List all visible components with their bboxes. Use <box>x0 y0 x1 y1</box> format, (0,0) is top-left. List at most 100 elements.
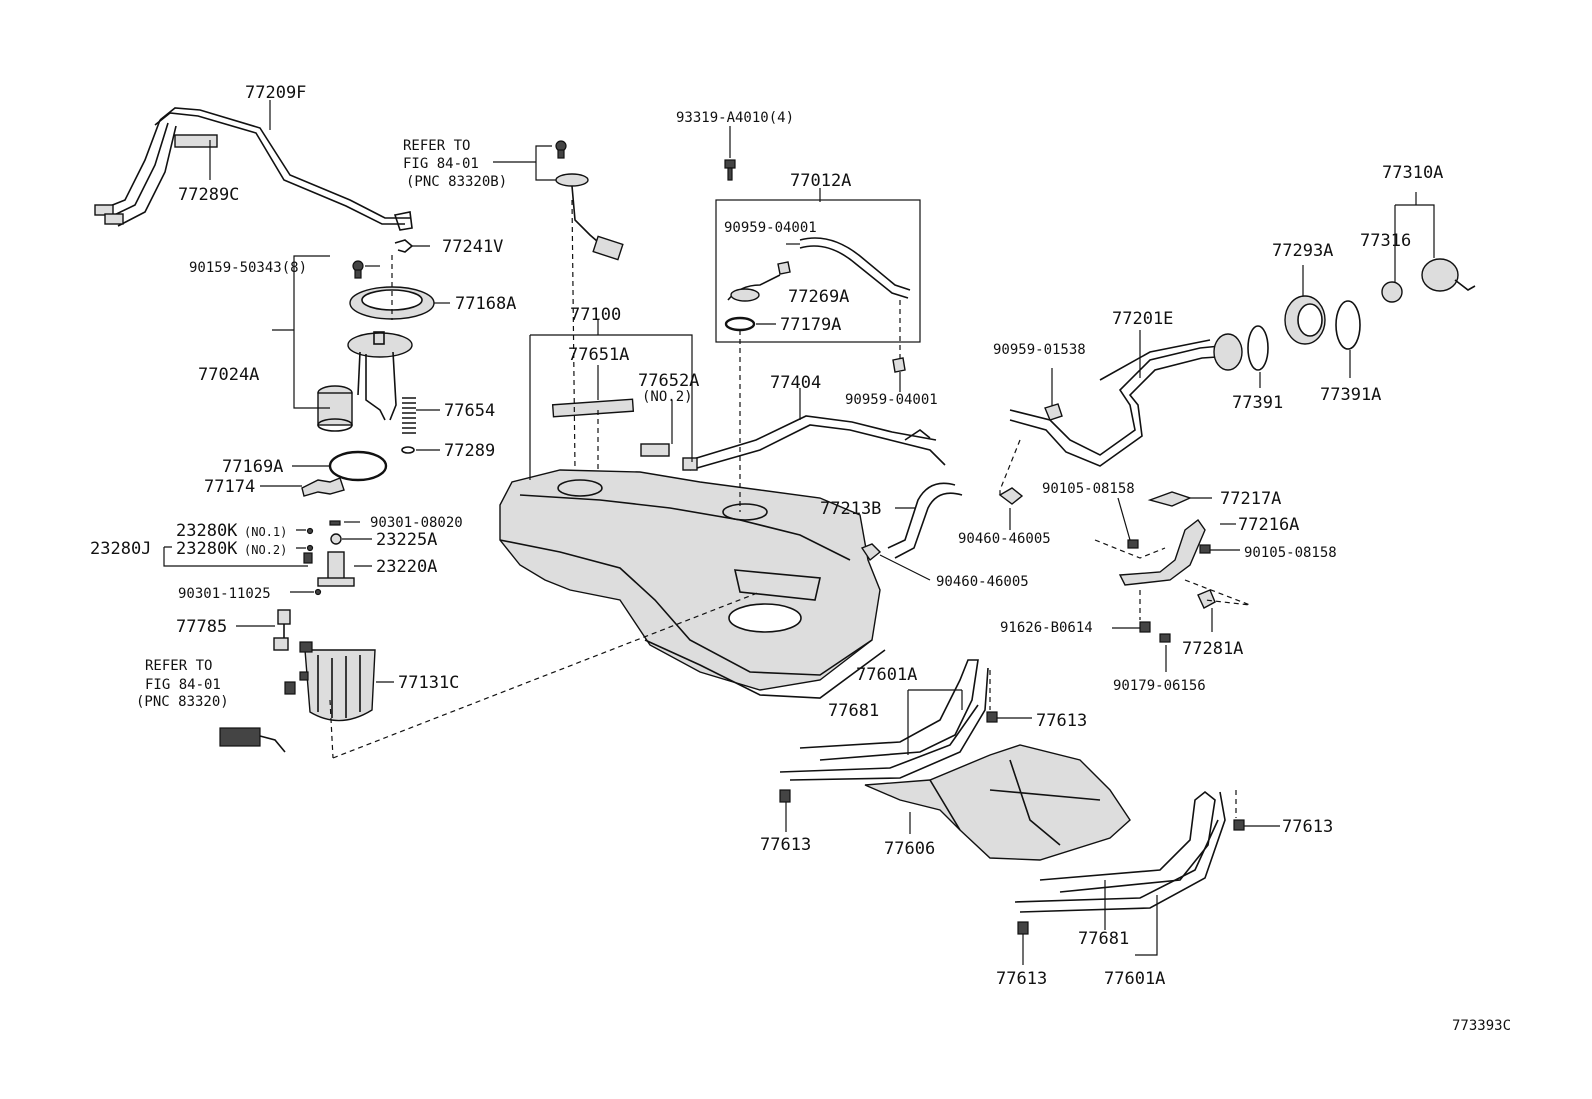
bolt-91626 <box>1139 621 1151 633</box>
label-77613-b: 77613 <box>760 835 811 855</box>
oring-90301 <box>329 520 341 526</box>
fuel-tank-77100 <box>499 469 886 699</box>
ref1-line2: FIG 84-01 <box>403 156 479 172</box>
bolt-77613-d <box>1017 921 1029 935</box>
label-77169A: 77169A <box>222 457 283 477</box>
label-77201E: 77201E <box>1112 309 1173 329</box>
clip-77241v <box>394 239 414 253</box>
hose-77213b <box>887 482 963 559</box>
label-90159: 90159-50343(8) <box>189 260 307 276</box>
fuel-pump-top-77024a <box>317 331 413 432</box>
leader-lines <box>163 100 1435 965</box>
label-77681-b: 77681 <box>1078 929 1129 949</box>
filter-23280k-1 <box>306 527 314 535</box>
fuel-suction-77131c <box>284 641 376 722</box>
label-90460-b: 90460-46005 <box>936 574 1029 590</box>
label-77391A: 77391A <box>1320 385 1381 405</box>
sender-gauge <box>555 140 624 261</box>
hose-77269a <box>727 237 911 302</box>
label-77293A: 77293A <box>1272 241 1333 261</box>
label-23280K-2-note: (NO.2) <box>244 543 287 557</box>
label-93319: 93319-A4010(4) <box>676 110 794 126</box>
label-77289C: 77289C <box>178 185 239 205</box>
label-77012A: 77012A <box>790 171 851 191</box>
bolt-90105a <box>1127 539 1139 549</box>
plate-77174 <box>301 477 345 497</box>
ref2-line2: FIG 84-01 <box>145 677 221 693</box>
gasket-77169a <box>328 450 388 482</box>
clip-90959 <box>892 357 906 373</box>
label-77213B: 77213B <box>820 499 881 519</box>
bolt-90105b <box>1199 544 1211 554</box>
label-90959-b: 90959-04001 <box>845 392 938 408</box>
connector-block <box>219 727 286 753</box>
fuel-pump-23220a <box>303 551 355 587</box>
label-90179: 90179-06156 <box>1113 678 1206 694</box>
label-90105-b: 90105-08158 <box>1244 545 1337 561</box>
label-77681-a: 77681 <box>828 701 879 721</box>
clamp-77281a <box>1197 589 1216 609</box>
fuel-line-assembly <box>94 107 413 231</box>
clamp-77217a <box>1147 491 1192 507</box>
label-23280K-1: 23280K <box>176 521 238 541</box>
label-77606: 77606 <box>884 839 935 859</box>
bolt-77613-b <box>779 789 791 803</box>
label-77404: 77404 <box>770 373 821 393</box>
label-90301-08020: 90301-08020 <box>370 515 463 531</box>
bolt-77613-c <box>1233 819 1245 831</box>
spring-77654 <box>402 397 416 434</box>
label-23280J: 23280J <box>90 539 151 559</box>
tank-band-77601a-lower <box>1014 790 1226 913</box>
label-77785: 77785 <box>176 617 227 637</box>
label-91626: 91626-B0614 <box>1000 620 1093 636</box>
label-90105-a: 90105-08158 <box>1042 481 1135 497</box>
bolt-77613-a <box>986 711 998 723</box>
label-77651A: 77651A <box>568 345 629 365</box>
gasket-77391 <box>1247 325 1269 371</box>
label-23220A: 23220A <box>376 557 437 577</box>
ref2-line1: REFER TO <box>145 658 212 674</box>
clamp-90460b <box>860 543 882 562</box>
clamp-90460a <box>998 487 1024 505</box>
tank-band-77601a-upper <box>779 659 989 781</box>
label-23225A: 23225A <box>376 530 437 550</box>
gasket-77179a <box>724 316 756 332</box>
clip-77289 <box>401 446 415 454</box>
nut-90179 <box>1159 633 1171 643</box>
label-77209F: 77209F <box>245 83 306 103</box>
fuel-cap-77310a <box>1421 258 1476 292</box>
label-23280K-1-note: (NO.1) <box>244 525 287 539</box>
label-77654: 77654 <box>444 401 495 421</box>
diagram-id: 773393C <box>1452 1018 1511 1034</box>
label-77174: 77174 <box>204 477 255 497</box>
label-77391: 77391 <box>1232 393 1283 413</box>
label-90301-11025: 90301-11025 <box>178 586 271 602</box>
label-77601A-a: 77601A <box>856 665 917 685</box>
label-77269A: 77269A <box>788 287 849 307</box>
label-23280K-2: 23280K <box>176 539 238 559</box>
ref2-line3: (PNC 83320) <box>136 694 229 710</box>
label-77652A-note: (NO.2) <box>642 389 693 405</box>
label-77613-c: 77613 <box>1282 817 1333 837</box>
bracket-77216a <box>1118 518 1206 586</box>
label-77241V: 77241V <box>442 237 503 257</box>
label-90959-a: 90959-04001 <box>724 220 817 236</box>
label-90959-c: 90959-01538 <box>993 342 1086 358</box>
ref1-line1: REFER TO <box>403 138 470 154</box>
label-77613-a: 77613 <box>1036 711 1087 731</box>
bolt-93319 <box>724 159 736 181</box>
group-box-77012a <box>715 199 921 343</box>
label-77601A-b: 77601A <box>1104 969 1165 989</box>
label-77168A: 77168A <box>455 294 516 314</box>
pad-77651a <box>551 398 635 418</box>
label-77216A: 77216A <box>1238 515 1299 535</box>
label-77316: 77316 <box>1360 231 1411 251</box>
label-77217A: 77217A <box>1220 489 1281 509</box>
gasket-77316 <box>1381 281 1403 303</box>
label-90460-a: 90460-46005 <box>958 531 1051 547</box>
ref1-line3: (PNC 83320B) <box>406 174 507 190</box>
label-77613-d: 77613 <box>996 969 1047 989</box>
ring-77293a <box>1284 295 1326 345</box>
